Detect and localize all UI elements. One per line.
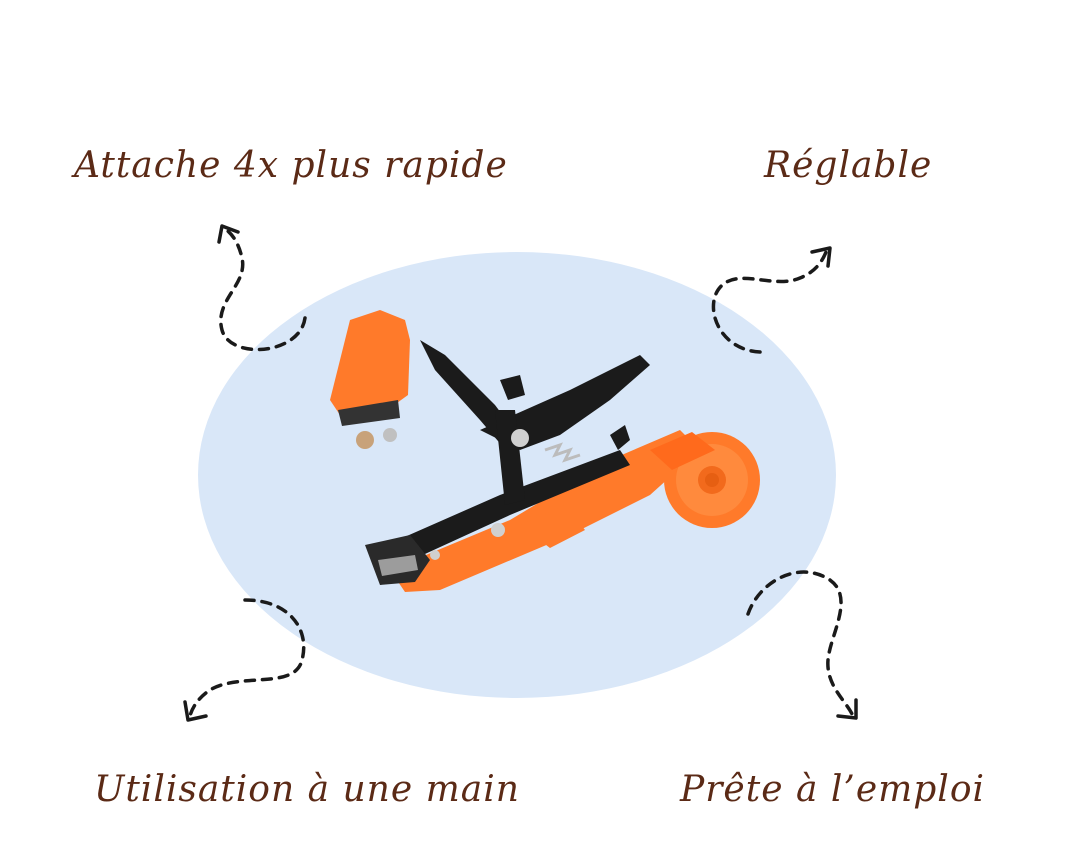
feature-label-faster-tying: Attache 4x plus rapide [74,145,508,186]
feature-label-ready-to-use: Prête à l’emploi [680,769,986,810]
tapetool-tying-tool-icon [330,310,760,592]
feature-label-one-hand-use: Utilisation à une main [94,769,520,810]
feature-label-adjustable: Réglable [764,145,933,186]
